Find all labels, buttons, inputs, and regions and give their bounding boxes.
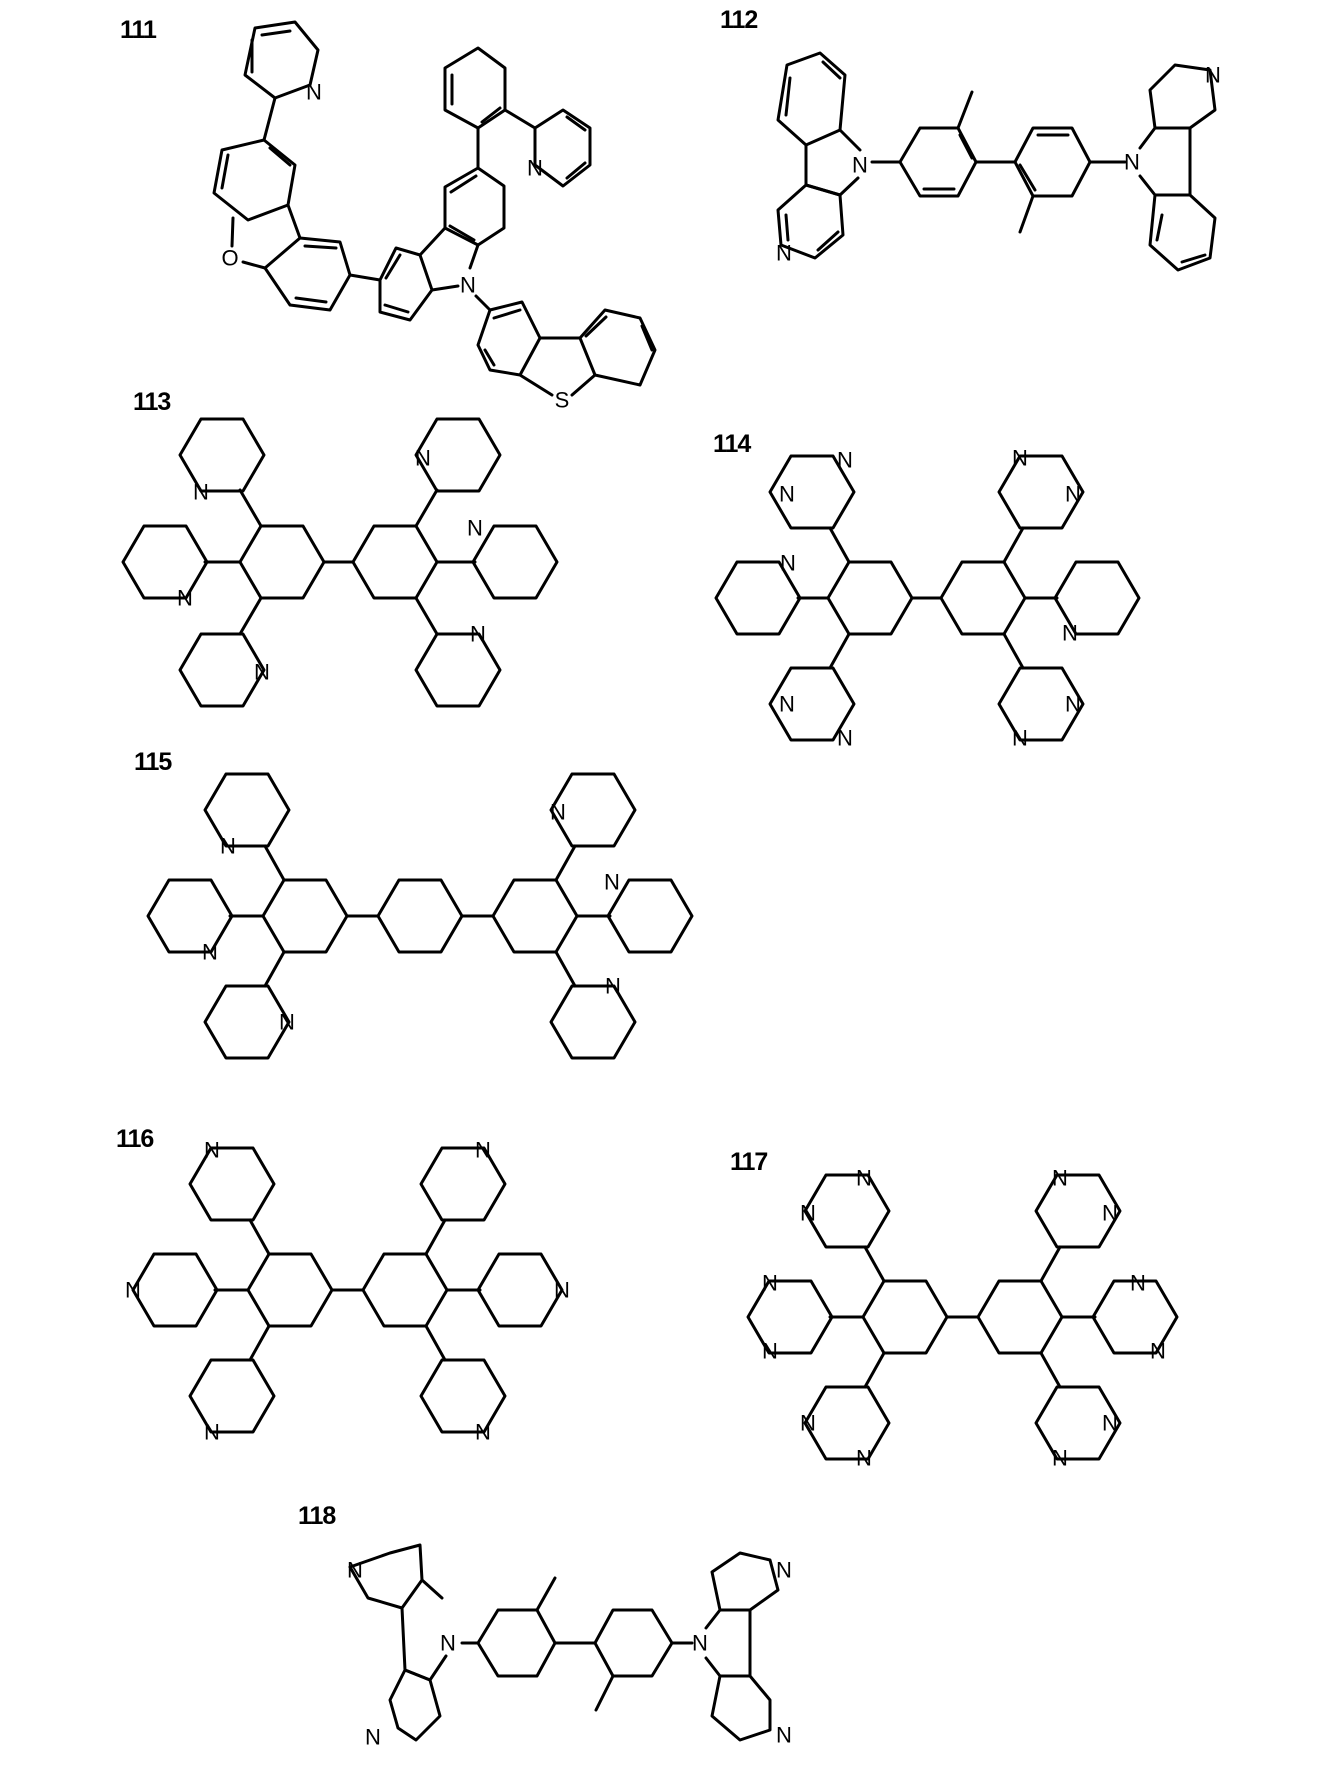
compound-label-115: 115: [134, 748, 172, 776]
atom-n: N: [470, 622, 486, 647]
atom-n: N: [475, 1420, 491, 1445]
atom-n: N: [254, 660, 270, 685]
atom-n: N: [604, 870, 620, 895]
atom-n: N: [125, 1278, 141, 1303]
atom-n: N: [220, 834, 236, 859]
structure-118: N N N N N N: [347, 1543, 792, 1750]
atom-n: N: [837, 448, 853, 473]
atom-n: N: [475, 1138, 491, 1163]
atom-n: N: [1130, 1271, 1146, 1296]
atom-n: N: [1012, 446, 1028, 471]
atom-n: N: [776, 1558, 792, 1583]
structure-115: N N N N N N: [146, 772, 694, 1060]
atom-n: N: [1102, 1411, 1118, 1436]
atom-n: N: [1052, 1446, 1068, 1471]
compound-label-111: 111: [120, 16, 157, 44]
atom-n: N: [365, 1725, 381, 1750]
atom-n: N: [347, 1558, 363, 1583]
atom-n: N: [1062, 621, 1078, 646]
atom-n: N: [800, 1411, 816, 1436]
atom-n: N: [776, 241, 792, 266]
atom-n: N: [415, 446, 431, 471]
atom-n: N: [554, 1278, 570, 1303]
atom-n: N: [762, 1271, 778, 1296]
compound-label-112: 112: [720, 6, 758, 34]
atom-n: N: [1012, 726, 1028, 751]
structure-116: N N N N N N: [125, 1138, 570, 1445]
atom-n: N: [1150, 1339, 1166, 1364]
atom-n: N: [605, 974, 621, 999]
atom-n: N: [1124, 150, 1140, 175]
atom-s: S: [555, 388, 570, 413]
atom-n: N: [440, 1631, 456, 1656]
atom-n: N: [800, 1201, 816, 1226]
compound-label-113: 113: [133, 388, 171, 416]
atom-n: N: [1052, 1166, 1068, 1191]
atom-n: N: [177, 586, 193, 611]
compound-label-117: 117: [730, 1148, 768, 1176]
atom-n: N: [527, 156, 543, 181]
atom-n: N: [780, 551, 796, 576]
structure-117: N N N N N N N N N N N N: [746, 1166, 1179, 1471]
structure-111: N O N N: [212, 20, 657, 413]
atom-n: N: [460, 273, 476, 298]
atom-n: N: [1205, 63, 1221, 88]
compound-label-116: 116: [116, 1125, 154, 1153]
atom-n: N: [776, 1723, 792, 1748]
atom-n: N: [306, 80, 322, 105]
atom-n: N: [762, 1339, 778, 1364]
atom-o: O: [221, 246, 238, 271]
atom-n: N: [779, 482, 795, 507]
atom-n: N: [193, 480, 209, 505]
atom-n: N: [279, 1010, 295, 1035]
compound-label-114: 114: [713, 430, 751, 458]
compound-label-118: 118: [298, 1502, 336, 1530]
atom-n: N: [204, 1420, 220, 1445]
atom-n: N: [852, 153, 868, 178]
atom-n: N: [692, 1631, 708, 1656]
atom-n: N: [837, 726, 853, 751]
atom-n: N: [856, 1446, 872, 1471]
atom-n: N: [1065, 482, 1081, 507]
atom-n: N: [1065, 692, 1081, 717]
atom-n: N: [1102, 1201, 1118, 1226]
atom-n: N: [856, 1166, 872, 1191]
atom-n: N: [779, 692, 795, 717]
atom-n: N: [204, 1138, 220, 1163]
atom-n: N: [202, 940, 218, 965]
atom-n: N: [467, 516, 483, 541]
atom-n: N: [550, 800, 566, 825]
structure-112: N N N N: [776, 51, 1221, 272]
structure-114: N N N N N N N N N N: [714, 446, 1141, 751]
structure-113: N N N N N N: [121, 417, 559, 708]
